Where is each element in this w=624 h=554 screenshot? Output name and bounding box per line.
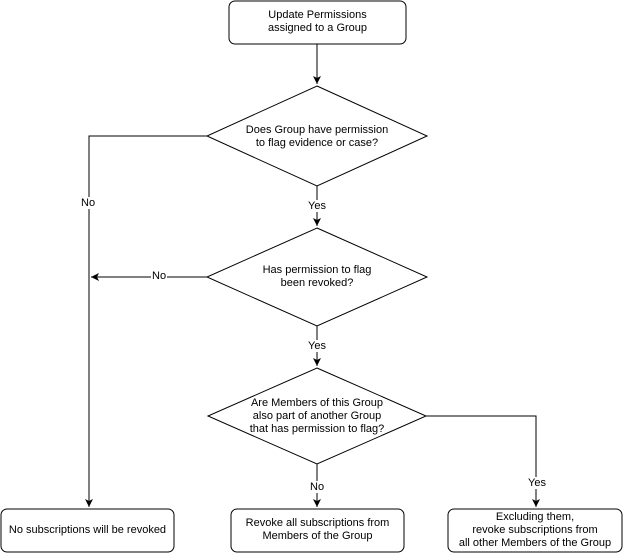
decision-group-permission: [205, 85, 429, 187]
outcome-revoke-others-node: [447, 508, 623, 553]
outcome-no-revoke-node: [0, 508, 175, 553]
edge-d3-yes: [426, 415, 540, 507]
edge-d1-no: [85, 135, 207, 507]
decision-revoked: [205, 227, 429, 327]
start-node: [228, 0, 407, 45]
outcome-revoke-all-node: [230, 508, 405, 553]
decision-members: [206, 367, 428, 465]
